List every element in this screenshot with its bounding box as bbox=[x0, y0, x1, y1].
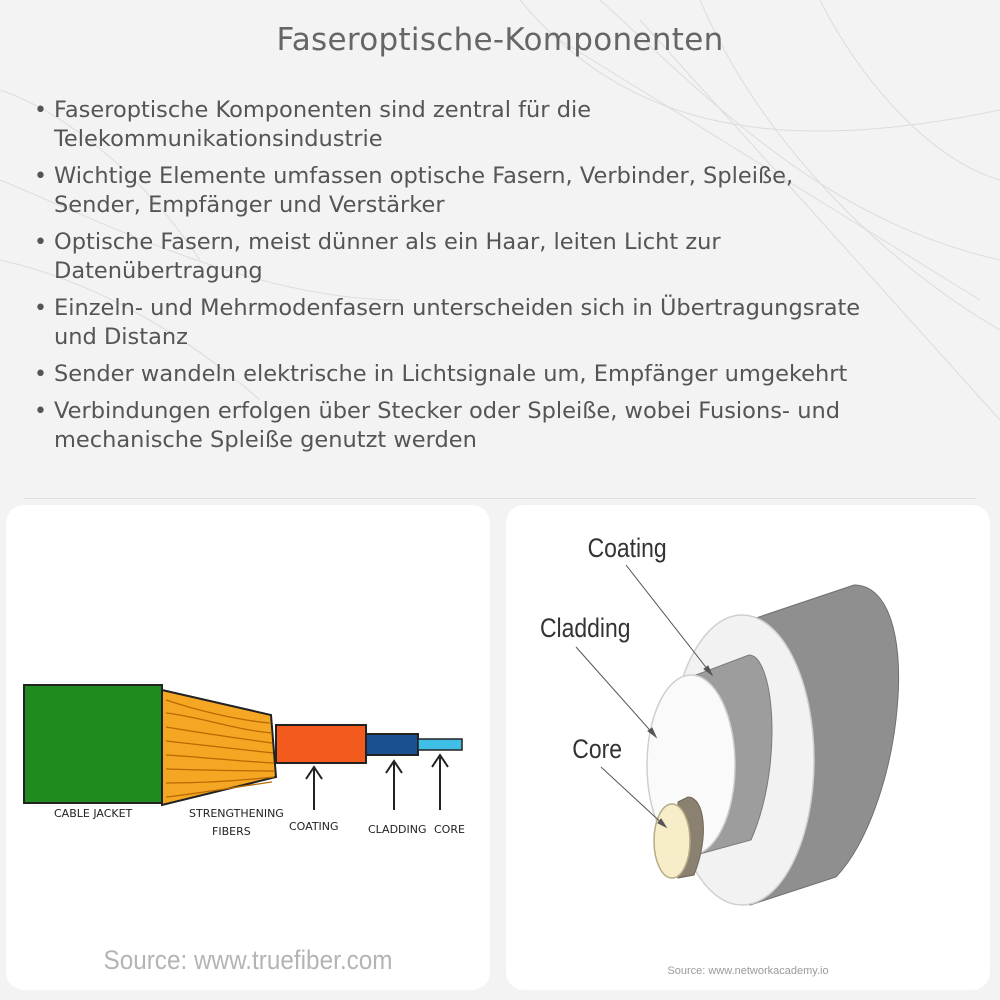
layer-labels: Coating Cladding Core bbox=[540, 533, 667, 764]
fiber-strands bbox=[165, 699, 275, 798]
label-cladding: CLADDING bbox=[368, 823, 427, 836]
coating-shape bbox=[275, 724, 367, 764]
section-divider bbox=[24, 498, 976, 499]
label-cable-jacket: CABLE JACKET bbox=[54, 807, 133, 820]
bullet-dot: • bbox=[34, 362, 47, 387]
bullet-item: • Einzeln- und Mehrmodenfasern unterschei… bbox=[30, 294, 980, 352]
bullet-dot: • bbox=[34, 164, 47, 189]
cladding-shape bbox=[365, 733, 419, 756]
label-fibers: FIBERS bbox=[212, 825, 251, 838]
cable-jacket-shape bbox=[23, 684, 163, 804]
label-cladding: Cladding bbox=[540, 613, 631, 643]
label-coating: COATING bbox=[289, 820, 339, 833]
bullet-text: Verbindungen erfolgen über Stecker oder … bbox=[54, 398, 841, 453]
cable-diagram: CABLE JACKET STRENGTHENING FIBERS COATIN… bbox=[23, 684, 465, 838]
bullet-item: • Optische Fasern, meist dünner als ein H… bbox=[30, 228, 980, 286]
label-coating: Coating bbox=[588, 533, 667, 563]
bullet-text: Wichtige Elemente umfassen optische Fase… bbox=[54, 163, 794, 218]
bullet-text: Optische Fasern, meist dünner als ein Ha… bbox=[54, 229, 721, 284]
bullet-text: Faseroptische Komponenten sind zentral f… bbox=[54, 97, 592, 152]
label-strengthening: STRENGTHENING bbox=[189, 807, 284, 820]
bullet-dot: • bbox=[34, 296, 47, 321]
background-network-lines bbox=[0, 0, 1000, 421]
fiber-layers-diagram: Coating Cladding Core bbox=[540, 533, 899, 906]
bullet-text: Einzeln- und Mehrmodenfasern unterscheid… bbox=[54, 295, 861, 350]
source-credit-left: Source: www.truefiber.com bbox=[103, 945, 393, 975]
fiber-layers-card: Coating Cladding Core Source: www.networ… bbox=[506, 505, 990, 990]
label-core: CORE bbox=[434, 823, 465, 836]
bullet-dot: • bbox=[34, 98, 47, 123]
bullet-item: • Verbindungen erfolgen über Stecker oder… bbox=[30, 397, 980, 455]
bullet-item: • Sender wandeln elektrische in Lichtsign… bbox=[30, 360, 980, 389]
label-arrows bbox=[305, 753, 449, 810]
bullet-list: • Faseroptische Komponenten sind zentral … bbox=[30, 96, 980, 463]
bullet-dot: • bbox=[34, 230, 47, 255]
core-face bbox=[653, 803, 691, 879]
source-credit-right: Source: www.networkacademy.io bbox=[667, 965, 829, 977]
bullet-item: • Wichtige Elemente umfassen optische Fas… bbox=[30, 162, 980, 220]
cable-labels: CABLE JACKET STRENGTHENING FIBERS COATIN… bbox=[54, 807, 465, 838]
bullet-text: Sender wandeln elektrische in Lichtsigna… bbox=[54, 361, 848, 387]
page-title: Faseroptische-Komponenten bbox=[276, 22, 724, 58]
cable-diagram-card: CABLE JACKET STRENGTHENING FIBERS COATIN… bbox=[6, 505, 490, 990]
core-shape bbox=[417, 738, 463, 751]
bullet-dot: • bbox=[34, 399, 47, 424]
leader-lines bbox=[575, 564, 714, 829]
bullet-item: • Faseroptische Komponenten sind zentral … bbox=[30, 96, 980, 154]
label-core: Core bbox=[572, 734, 622, 764]
